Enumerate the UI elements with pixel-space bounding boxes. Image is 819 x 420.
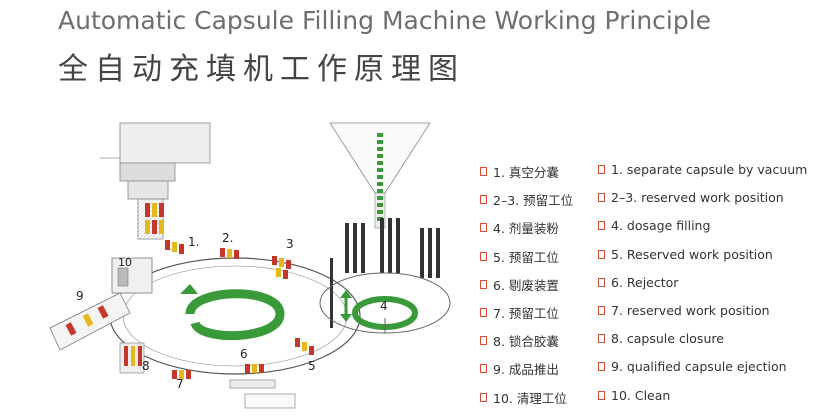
bullet-box-icon	[480, 223, 487, 233]
step-cn: 4. 剂量装粉	[493, 221, 559, 237]
bullet-box-icon	[598, 277, 605, 287]
bullet-box-icon	[480, 307, 487, 317]
step-en: 4. dosage filling	[611, 218, 711, 234]
bullet-box-icon	[598, 193, 605, 203]
station-label-9: 9	[76, 289, 84, 303]
station-label-5: 5	[308, 359, 316, 373]
bullet-box-icon	[598, 221, 605, 231]
title-english: Automatic Capsule Filling Machine Workin…	[58, 6, 712, 35]
bullet-box-icon	[598, 165, 605, 174]
step-cn: 6. 剔废装置	[493, 277, 559, 293]
bullet-box-icon	[480, 392, 487, 402]
machine-diagram: 1. 2. 3 5 6 7 8 9 10 4	[49, 122, 451, 409]
step-en: 1. separate capsule by vacuum	[611, 162, 808, 177]
bullet-box-icon	[598, 362, 605, 372]
station-label-3: 3	[286, 237, 294, 251]
step-en: 8. capsule closure	[611, 331, 724, 347]
step-en: 9. qualified capsule ejection	[611, 359, 787, 375]
station-label-8: 8	[142, 359, 150, 373]
station-label-10: 10	[118, 256, 132, 269]
title-chinese: 全自动充填机工作原理图	[58, 52, 465, 87]
legend-row: 7. 预留工位 7. reserved work position	[480, 303, 815, 331]
step-cn: 9. 成品推出	[493, 362, 559, 378]
station-5-capsules	[295, 338, 314, 355]
tamping-pins	[330, 218, 440, 328]
station-8-press	[119, 342, 145, 374]
bullet-box-icon	[480, 167, 487, 176]
step-cn: 2–3. 预留工位	[493, 193, 574, 209]
dosing-funnel	[329, 122, 431, 229]
step-en: 7. reserved work position	[611, 302, 770, 318]
step-cn: 5. 预留工位	[493, 249, 559, 265]
bullet-box-icon	[480, 336, 487, 346]
bullet-box-icon	[598, 305, 605, 315]
legend-row: 2–3. 预留工位 2–3. reserved work position	[480, 190, 815, 218]
bullet-box-icon	[598, 249, 605, 259]
step-en: 5. Reserved work position	[611, 246, 773, 262]
legend-row: 1. 真空分囊 1. separate capsule by vacuum	[480, 162, 815, 190]
station-6-capsules	[229, 364, 276, 389]
step-en: 6. Rejector	[611, 274, 679, 290]
legend-row: 4. 剂量装粉 4. dosage filling	[480, 218, 815, 246]
bullet-box-icon	[480, 364, 487, 374]
bullet-box-icon	[598, 390, 605, 400]
clean-station	[111, 257, 153, 294]
bullet-box-icon	[480, 251, 487, 261]
ejection-chute	[49, 292, 131, 351]
steps-legend: 1. 真空分囊 1. separate capsule by vacuum 2–…	[480, 162, 815, 416]
station-3-capsules	[272, 256, 291, 279]
legend-row: 10. 清理工位 10. Clean	[480, 388, 815, 416]
bullet-box-icon	[480, 195, 487, 205]
step-cn: 1. 真空分囊	[493, 165, 559, 180]
station-label-7: 7	[176, 377, 184, 391]
step-en: 10. Clean	[611, 387, 671, 403]
step-cn: 7. 预留工位	[493, 305, 559, 321]
up-down-arrow-icon	[340, 290, 352, 322]
capsule-hopper	[100, 122, 211, 240]
dosing-disc	[319, 272, 451, 334]
station-label-2: 2.	[222, 231, 233, 245]
station-2-capsules	[220, 248, 239, 259]
station-1-capsules	[145, 203, 184, 254]
legend-row: 5. 预留工位 5. Reserved work position	[480, 247, 815, 275]
bullet-box-icon	[598, 334, 605, 344]
bullet-box-icon	[480, 279, 487, 289]
legend-row: 9. 成品推出 9. qualified capsule ejection	[480, 359, 815, 387]
legend-row: 8. 锁合胶囊 8. capsule closure	[480, 331, 815, 359]
station-label-4: 4	[380, 299, 388, 313]
legend-row: 6. 剔废装置 6. Rejector	[480, 275, 815, 303]
step-cn: 10. 清理工位	[493, 390, 567, 406]
station-label-6: 6	[240, 347, 248, 361]
step-en: 2–3. reserved work position	[611, 190, 784, 206]
rotation-arrow-icon	[180, 284, 285, 341]
station-label-1: 1.	[188, 235, 199, 249]
station-7-capsules	[172, 370, 296, 409]
step-cn: 8. 锁合胶囊	[493, 334, 559, 350]
